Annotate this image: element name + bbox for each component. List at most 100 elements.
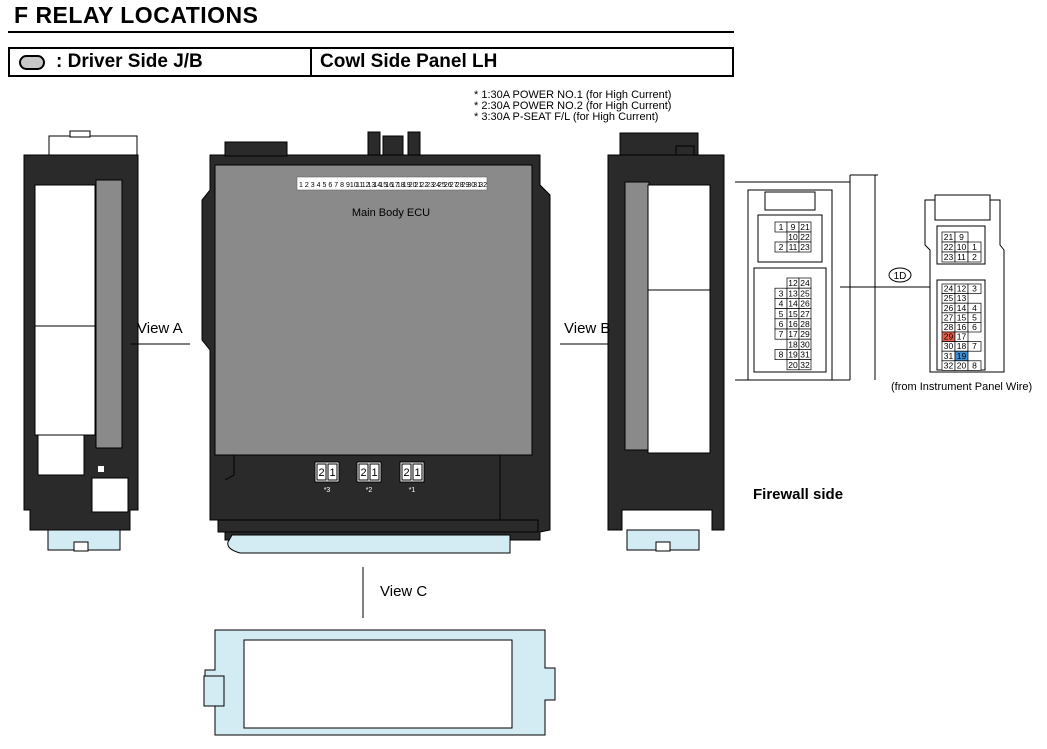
junction-block-front xyxy=(201,131,551,554)
relay-pin-right: 1 xyxy=(329,467,335,479)
connector-pin-23: 23 xyxy=(800,242,810,252)
connector-pin-23: 23 xyxy=(944,252,954,262)
connector-pin-12: 12 xyxy=(957,284,967,294)
connector-pin-10: 10 xyxy=(788,232,798,242)
connector-pin-16: 16 xyxy=(788,319,798,329)
ecu-pin-15: 15 xyxy=(379,182,387,189)
connector-pin-15: 15 xyxy=(957,312,967,322)
ecu-pin-21: 21 xyxy=(415,182,423,189)
ecu-pin-32: 32 xyxy=(479,182,487,189)
ecu-label: Main Body ECU xyxy=(352,207,430,219)
ecu-pin-12: 12 xyxy=(362,182,370,189)
ecu-pin-10: 10 xyxy=(350,182,358,189)
connector-pin-1: 1 xyxy=(779,222,784,232)
page-title: F RELAY LOCATIONS xyxy=(14,2,259,28)
ecu-pin-19: 19 xyxy=(403,182,411,189)
relay-marker: *1 xyxy=(409,487,416,494)
relay-marker: *2 xyxy=(366,487,373,494)
title-rule xyxy=(8,31,734,33)
ecu-pin-18: 18 xyxy=(397,182,405,189)
ecu-pin-5: 5 xyxy=(322,182,326,189)
connector-pin-20: 20 xyxy=(788,360,798,370)
relay-pin-right: 1 xyxy=(414,467,420,479)
location-table: : Driver Side J/B Cowl Side Panel LH xyxy=(8,47,734,77)
connector-source-label: (from Instrument Panel Wire) xyxy=(891,381,1033,393)
note-3: * 3:30A P-SEAT F/L (for High Current) xyxy=(474,111,659,123)
relay-pin-left: 2 xyxy=(403,467,409,479)
connector-pin-25: 25 xyxy=(944,293,954,303)
connector-pin-7: 7 xyxy=(972,341,977,351)
connector-pin-21: 21 xyxy=(944,232,954,242)
relay-pin-left: 2 xyxy=(360,467,366,479)
ecu-pin-25: 25 xyxy=(438,182,446,189)
connector-pin-32: 32 xyxy=(944,360,954,370)
ecu-pin-31: 31 xyxy=(473,182,481,189)
connector-pin-7: 7 xyxy=(779,329,784,339)
view-b-label: View B xyxy=(564,320,611,337)
ecu-pin-24: 24 xyxy=(432,182,440,189)
connector-pin-19: 19 xyxy=(788,350,798,360)
ecu-pin-16: 16 xyxy=(385,182,393,189)
ecu-pin-29: 29 xyxy=(462,182,470,189)
connector-pin-2: 2 xyxy=(779,242,784,252)
firewall-side-label: Firewall side xyxy=(753,486,844,503)
ecu-pin-2: 2 xyxy=(305,182,309,189)
connector-pin-5: 5 xyxy=(779,309,784,319)
ecu-pin-30: 30 xyxy=(467,182,475,189)
connector-pin-25: 25 xyxy=(800,288,810,298)
connector-pin-4: 4 xyxy=(779,299,784,309)
note-2: * 2:30A POWER NO.2 (for High Current) xyxy=(474,100,672,112)
side-view-a xyxy=(23,130,139,552)
ecu-pin-14: 14 xyxy=(373,182,381,189)
ecu-pin-9: 9 xyxy=(346,182,350,189)
connector-pin-17: 17 xyxy=(957,332,967,342)
connector-pin-27: 27 xyxy=(800,309,810,319)
location-value: Cowl Side Panel LH xyxy=(320,51,498,72)
ecu-pin-13: 13 xyxy=(368,182,376,189)
oval-symbol-icon xyxy=(19,55,45,70)
connector-pin-9: 9 xyxy=(791,222,796,232)
connector-pin-5: 5 xyxy=(972,312,977,322)
bottom-view-c xyxy=(203,629,556,736)
connector-pin-3: 3 xyxy=(972,284,977,294)
ecu-pin-8: 8 xyxy=(340,182,344,189)
connector-pin-9: 9 xyxy=(959,232,964,242)
connector-pin-14: 14 xyxy=(788,299,798,309)
connector-pin-14: 14 xyxy=(957,303,967,313)
connector-code: 1D xyxy=(894,271,907,282)
connector-pin-13: 13 xyxy=(957,293,967,303)
note-1: * 1:30A POWER NO.1 (for High Current) xyxy=(474,89,672,101)
ecu-pin-20: 20 xyxy=(409,182,417,189)
connector-pin-12: 12 xyxy=(788,278,798,288)
connector-pin-26: 26 xyxy=(944,303,954,313)
ecu-pin-22: 22 xyxy=(420,182,428,189)
connector-pin-8: 8 xyxy=(972,360,977,370)
connector-pin-15: 15 xyxy=(788,309,798,319)
ecu-pin-3: 3 xyxy=(311,182,315,189)
connector-pin-6: 6 xyxy=(972,322,977,332)
ecu-pin-28: 28 xyxy=(456,182,464,189)
connector-pin-8: 8 xyxy=(779,350,784,360)
connector-pin-16: 16 xyxy=(957,322,967,332)
ecu-pin-23: 23 xyxy=(426,182,434,189)
connector-pin-24: 24 xyxy=(944,284,954,294)
connector-pin-22: 22 xyxy=(800,232,810,242)
ecu-pin-7: 7 xyxy=(334,182,338,189)
connector-pin-29: 29 xyxy=(800,329,810,339)
connector-pin-17: 17 xyxy=(788,329,798,339)
connector-pin-31: 31 xyxy=(800,350,810,360)
connector-pin-26: 26 xyxy=(800,299,810,309)
connector-pin-11: 11 xyxy=(957,252,966,262)
ecu-pin-6: 6 xyxy=(328,182,332,189)
relay-pin-left: 2 xyxy=(318,467,324,479)
connector-pin-28: 28 xyxy=(800,319,810,329)
connector-pin-28: 28 xyxy=(944,322,954,332)
ecu-pin-1: 1 xyxy=(299,182,303,189)
